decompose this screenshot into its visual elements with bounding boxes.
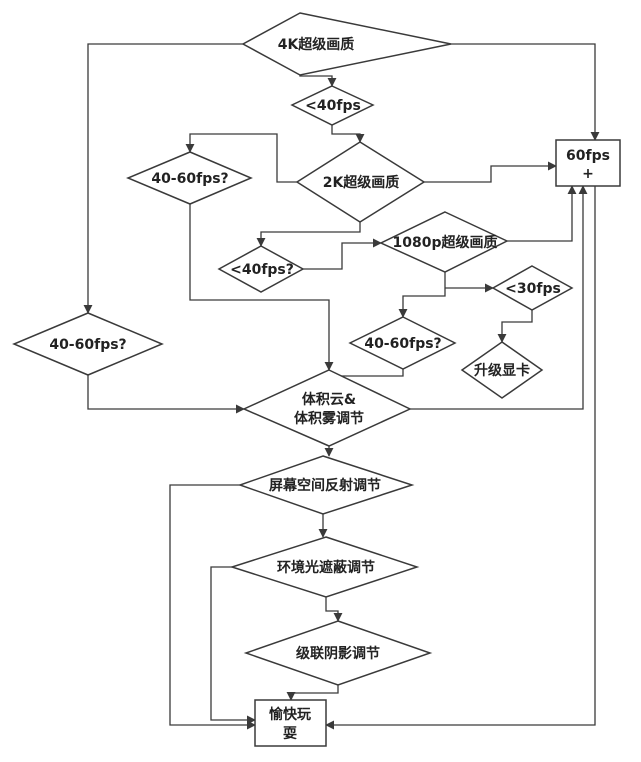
node-60fps-plus-label: +	[582, 166, 594, 182]
node-1080p-ultra-label: 1080p超级画质	[393, 234, 498, 251]
node-ambient-occlusion: 环境光遮蔽调节	[229, 536, 420, 598]
node-upgrade-gpu: 升级显卡	[460, 341, 544, 399]
edge-ao-left-to-enjoy	[210, 566, 256, 725]
node-upgrade-gpu-label: 升级显卡	[474, 362, 530, 379]
node-2k-ultra-label: 2K超级画质	[323, 174, 400, 191]
edge-lt40-top-to-2k	[331, 125, 365, 143]
edges	[83, 43, 600, 730]
edge-2k-bottom-to-lt40-mid	[256, 222, 361, 247]
node-2k-ultra: 2K超级画质	[295, 141, 426, 223]
edge-cloud-right-to-60fps	[410, 185, 588, 410]
node-cloud-label-line2: 体积雾调节	[294, 410, 364, 427]
node-enjoy: 愉快玩 耍	[254, 699, 327, 747]
edge-1080p-right-to-60fps	[507, 185, 577, 242]
edge-4k-left-to-left-40-60	[83, 43, 243, 314]
node-60fps-plus: 60fps +	[555, 139, 621, 187]
node-40-60fps-left-label: 40-60fps?	[49, 337, 126, 353]
node-40-60fps-a-label: 40-60fps?	[151, 171, 228, 187]
node-cascaded-shadow: 级联阴影调节	[243, 620, 433, 686]
edge-40-60-a-to-cloud	[189, 203, 334, 371]
node-1080p-ultra: 1080p超级画质	[379, 211, 509, 273]
node-60fps-label: 60fps	[566, 148, 610, 164]
node-40-60fps-b-label: 40-60fps?	[364, 336, 441, 352]
edge-ao-to-shadow	[325, 597, 343, 622]
node-ssr: 屏幕空间反射调节	[237, 455, 415, 515]
node-ssr-label: 屏幕空间反射调节	[269, 477, 381, 494]
edge-left-40-60-to-cloud	[87, 375, 245, 414]
edge-1080p-to-40-60-b	[398, 272, 446, 318]
node-lt30-label: <30fps	[505, 281, 561, 297]
node-40-60fps-b: 40-60fps?	[348, 316, 457, 370]
node-lt40-top: <40fps	[290, 85, 375, 126]
node-4k-ultra: 4K超级画质	[241, 12, 452, 76]
edge-lt40-mid-to-1080p	[303, 238, 382, 270]
edge-ssr-left-to-enjoy	[169, 484, 256, 730]
node-enjoy-label-line1: 愉快玩	[269, 706, 311, 723]
node-40-60fps-a: 40-60fps?	[126, 151, 253, 205]
edge-2k-left-to-40-60-a	[185, 133, 297, 183]
node-cascaded-shadow-label: 级联阴影调节	[296, 645, 380, 662]
edge-4k-right-to-60fps	[451, 43, 600, 141]
node-enjoy-label-line2: 耍	[283, 726, 297, 742]
node-40-60fps-left: 40-60fps?	[12, 312, 164, 376]
node-cloud-label-line1: 体积云&	[302, 391, 356, 408]
node-lt30: <30fps	[491, 265, 574, 311]
edge-lt30-to-upgrade	[497, 310, 533, 343]
node-ambient-occlusion-label: 环境光遮蔽调节	[277, 559, 375, 576]
node-lt40-top-label: <40fps	[305, 98, 361, 114]
edge-40-60-b-to-cloud	[329, 369, 404, 377]
node-4k-ultra-label: 4K超级画质	[278, 36, 355, 53]
edge-shadow-to-enjoy	[286, 685, 339, 701]
node-lt40-mid: <40fps?	[217, 245, 305, 293]
edge-2k-right-to-60fps	[424, 161, 557, 183]
node-volumetric-cloud-fog: 体积云& 体积雾调节	[242, 369, 412, 447]
edge-60fps-to-enjoy	[325, 186, 596, 730]
node-lt40-mid-label: <40fps?	[230, 262, 294, 278]
